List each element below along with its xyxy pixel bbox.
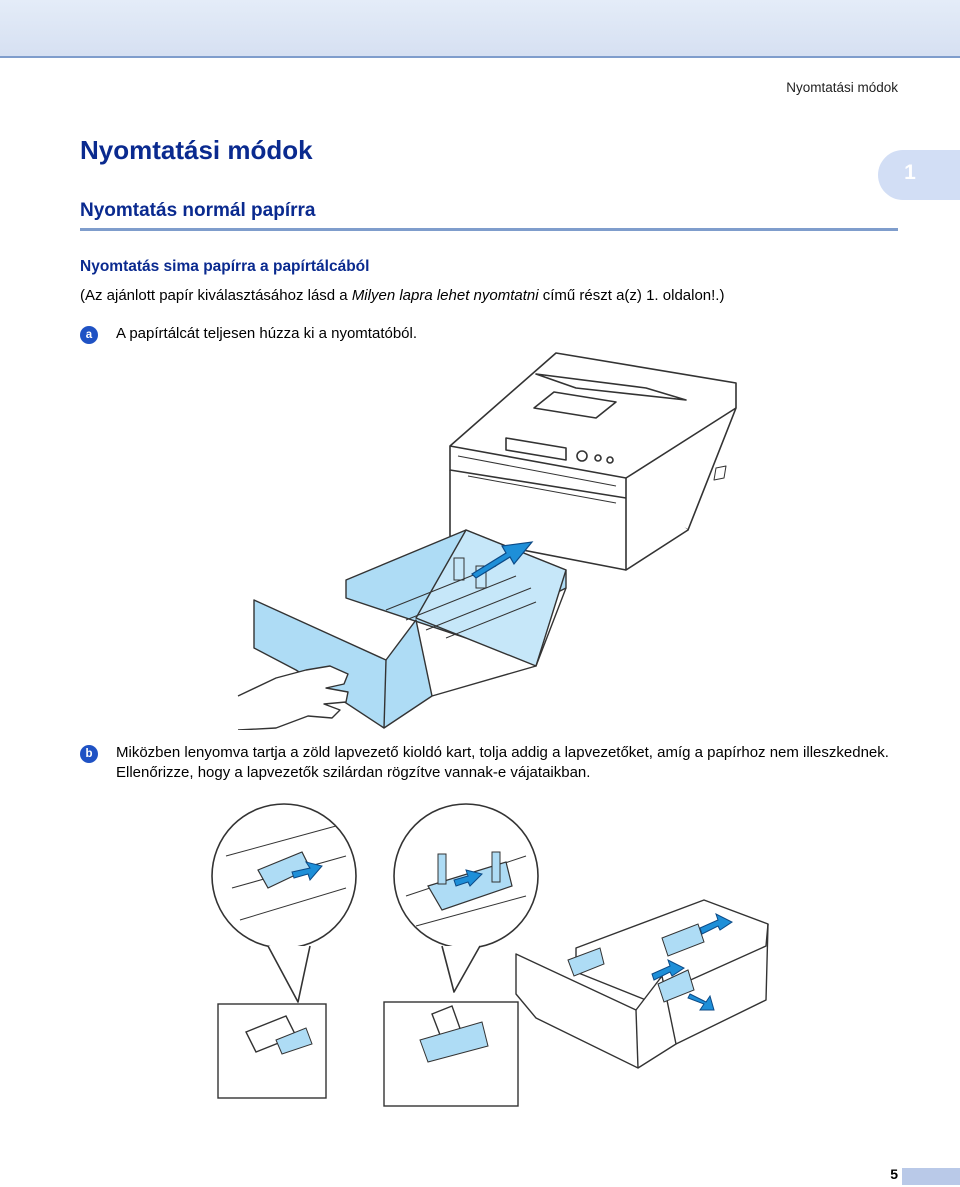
printer-tray-illustration [237, 352, 737, 730]
guide-adjust-illustration [211, 803, 769, 1107]
section-heading: Nyomtatás normál papírra [80, 200, 316, 221]
intro-paragraph: (Az ajánlott papír kiválasztásához lásd … [80, 287, 724, 304]
chapter-number: 1 [904, 161, 916, 184]
page-title: Nyomtatási módok [80, 135, 313, 165]
intro-text-after: című részt a(z) 1. oldalon!.) [538, 287, 725, 304]
subsection-heading: Nyomtatás sima papírra a papírtálcából [80, 258, 370, 275]
running-header: Nyomtatási módok [786, 80, 898, 95]
step-1-badge: a [80, 326, 98, 344]
step-2-badge: b [80, 745, 98, 763]
top-band [0, 0, 960, 58]
page-number-bar [902, 1168, 960, 1185]
section-rule [80, 228, 898, 231]
intro-link[interactable]: Milyen lapra lehet nyomtatni [351, 287, 539, 304]
page-number: 5 [890, 1166, 898, 1182]
chapter-tab: 1 [878, 150, 960, 200]
step-2-text: Miközben lenyomva tartja a zöld lapvezet… [116, 744, 889, 781]
step-1-text: A papírtálcát teljesen húzza ki a nyomta… [116, 325, 418, 342]
intro-text-before: (Az ajánlott papír kiválasztásához lásd … [80, 287, 352, 304]
